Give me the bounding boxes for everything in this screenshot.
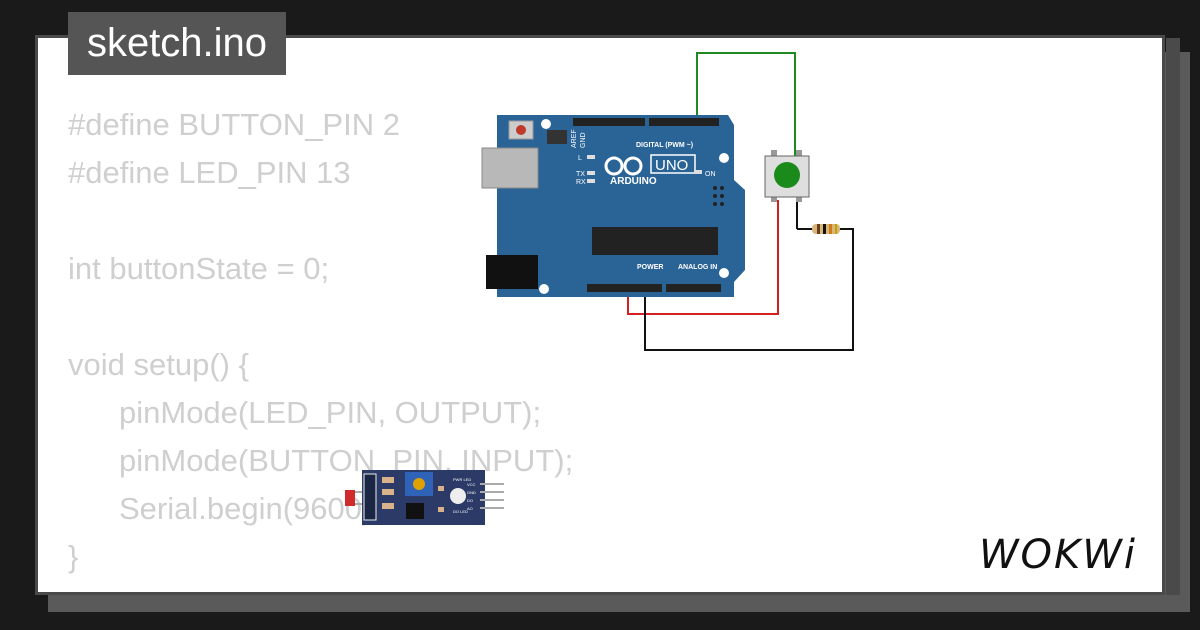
arduino-uno-board: AREF GND DIGITAL (PWM ~) L TX RX ARDUINO… bbox=[481, 115, 745, 297]
code-line: } bbox=[68, 539, 79, 574]
digital-header-right bbox=[649, 118, 719, 126]
pushbutton-cap bbox=[774, 162, 800, 188]
power-header bbox=[587, 284, 662, 292]
digital-header-left bbox=[573, 118, 645, 126]
svg-text:WOKWi: WOKWi bbox=[979, 532, 1137, 578]
code-line: Serial.begin(9600); bbox=[119, 491, 381, 526]
svg-text:AO: AO bbox=[467, 506, 473, 511]
svg-text:L: L bbox=[578, 155, 582, 162]
wire-red bbox=[627, 200, 779, 315]
analog-header bbox=[666, 284, 721, 292]
power-jack bbox=[486, 255, 538, 289]
wokwi-logo[interactable]: WOKWi bbox=[975, 528, 1150, 578]
svg-text:ON: ON bbox=[705, 171, 716, 178]
scrollbar[interactable] bbox=[1166, 38, 1180, 595]
svg-text:DO: DO bbox=[467, 498, 473, 503]
svg-text:AREF: AREF bbox=[571, 129, 578, 148]
sketch-filename-tag: sketch.ino bbox=[68, 12, 286, 75]
wire-green bbox=[696, 52, 796, 158]
code-line: #define BUTTON_PIN 2 bbox=[68, 107, 400, 142]
svg-text:GND: GND bbox=[467, 490, 476, 495]
wire-black bbox=[644, 228, 854, 351]
code-line: int buttonState = 0; bbox=[68, 251, 330, 286]
code-line: #define LED_PIN 13 bbox=[68, 155, 351, 190]
code-block: #define BUTTON_PIN 2 #define LED_PIN 13 in… bbox=[68, 103, 573, 583]
sensor-led bbox=[450, 488, 466, 504]
resistor bbox=[812, 224, 840, 234]
svg-text:TX: TX bbox=[576, 171, 585, 178]
svg-text:GND: GND bbox=[580, 132, 587, 148]
code-line: pinMode(LED_PIN, OUTPUT); bbox=[119, 395, 542, 430]
svg-text:UNO: UNO bbox=[655, 157, 688, 174]
atmega-chip bbox=[592, 227, 718, 255]
svg-text:PWR LED: PWR LED bbox=[453, 477, 471, 482]
svg-text:DIGITAL (PWM ~): DIGITAL (PWM ~) bbox=[636, 142, 693, 149]
pushbutton bbox=[764, 150, 810, 202]
photoresistor-module: PWR LED VCC GND DO AO DO LED bbox=[345, 470, 504, 525]
svg-text:DO LED: DO LED bbox=[453, 509, 468, 514]
arduino-logo bbox=[604, 156, 643, 176]
code-line: void setup() { bbox=[68, 347, 249, 382]
svg-text:ARDUINO: ARDUINO bbox=[610, 176, 657, 187]
svg-text:VCC: VCC bbox=[467, 482, 476, 487]
svg-text:RX: RX bbox=[576, 179, 586, 186]
svg-text:ANALOG IN: ANALOG IN bbox=[678, 264, 717, 271]
svg-text:POWER: POWER bbox=[637, 264, 663, 271]
usb-port bbox=[481, 147, 539, 189]
